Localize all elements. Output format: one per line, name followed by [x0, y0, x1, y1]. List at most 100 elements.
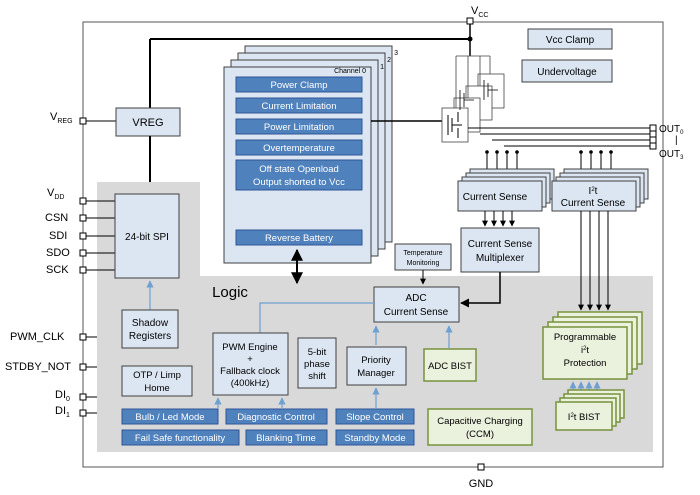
logic-label: Logic: [212, 284, 248, 301]
di1-pin[interactable]: [79, 409, 87, 417]
fail-safe-label: Fail Safe functionality: [135, 433, 226, 444]
standby-mode-box: [335, 429, 415, 446]
ccm-label-2: (CCM): [466, 429, 494, 440]
otp-label-1: OTP / Limp: [133, 370, 181, 381]
csn-pin-label: CSN: [45, 212, 68, 224]
out3-pin[interactable]: [649, 142, 657, 150]
vcc-pin[interactable]: [466, 17, 474, 25]
power-transistor-array: [441, 55, 505, 143]
vreg-label: VREG: [132, 117, 163, 129]
bulb-led-mode-box: [121, 408, 219, 425]
prog-i2t-label-2: i2t: [581, 345, 589, 356]
i2t-bist-block: [555, 401, 613, 431]
gnd-pin[interactable]: [477, 463, 485, 471]
overtemperature-box: [235, 139, 363, 156]
reverse-battery-label: Reverse Battery: [265, 233, 333, 244]
adc-label-1: ADC: [405, 293, 426, 304]
sdo-pin-label: SDO: [46, 247, 70, 259]
channel-0-title: Channel 0: [334, 68, 366, 75]
blanking-time-box: [245, 429, 328, 446]
shadow-label-1: Shadow: [132, 318, 169, 329]
adc-block: [373, 286, 460, 323]
diagnostic-control-box: [225, 408, 328, 425]
ccm-label-1: Capacitive Charging: [437, 416, 523, 427]
vreg-pin[interactable]: [79, 117, 87, 125]
phase-shift-label-3: shift: [308, 371, 326, 382]
i2t-sense-label-2: Current Sense: [561, 198, 626, 209]
bulb-led-mode-label: Bulb / Led Mode: [135, 412, 204, 423]
pwm-engine-label-4: (400kHz): [231, 378, 270, 389]
pwm-engine-label-2: +: [247, 354, 253, 365]
current-sense-mux-block: [460, 227, 540, 273]
overtemperature-label: Overtemperature: [263, 143, 335, 154]
temp-mon-label-2: Monitoring: [407, 260, 440, 267]
current-sense-label: Current Sense: [463, 192, 528, 203]
undervoltage-block: [521, 59, 613, 83]
i2t-bist-label: I2t BIST: [568, 412, 601, 423]
chip-outline: [82, 21, 664, 468]
power-clamp-label: Power Clamp: [270, 80, 327, 91]
power-limitation-label: Power Limitation: [264, 122, 334, 133]
vdd-pin[interactable]: [79, 197, 87, 205]
priority-label-1: Priority: [361, 355, 391, 366]
cs-mux-label-2: Multiplexer: [476, 253, 525, 264]
adc-bist-block: [423, 348, 477, 382]
reverse-battery-box: [235, 229, 363, 246]
phase-shift-block: [297, 337, 337, 389]
out-pin-b[interactable]: [649, 130, 657, 138]
temp-monitoring-block: [394, 243, 452, 271]
power-limitation-box: [235, 118, 363, 135]
adc-label-2: Current Sense: [384, 307, 449, 318]
vreg-block: [115, 107, 181, 137]
channel-2-number: 2: [387, 57, 391, 64]
channel-3-number: 3: [394, 50, 398, 57]
phase-shift-label-2: phase: [304, 359, 330, 370]
cs-mux-label-1: Current Sense: [468, 239, 533, 250]
out3-pin-label: OUT3: [659, 149, 684, 161]
channel-1-number: 1: [380, 64, 384, 71]
spi-block: [114, 193, 180, 279]
sck-pin-label: SCK: [46, 264, 69, 276]
gnd-pin-label: GND: [469, 478, 494, 490]
vdd-pin-label: VDD: [47, 187, 64, 201]
shadow-registers-block: [121, 309, 179, 349]
current-limitation-label: Current Limitation: [262, 101, 337, 112]
undervoltage-label: Undervoltage: [537, 67, 597, 78]
otp-label-2: Home: [144, 383, 169, 394]
current-limitation-box: [235, 97, 363, 114]
sdi-pin-label: SDI: [49, 230, 67, 242]
priority-manager-block: [346, 346, 407, 386]
current-sense-block: [457, 180, 543, 212]
di0-pin-label: DI0: [55, 389, 70, 403]
fail-safe-box: [121, 429, 240, 446]
stdby-not-pin-label: STDBY_NOT: [5, 361, 71, 373]
i2t-sense-label-1: I2t: [589, 186, 598, 197]
sdi-pin[interactable]: [79, 232, 87, 240]
di0-pin[interactable]: [79, 393, 87, 401]
pwm-clk-pin[interactable]: [79, 333, 87, 341]
vreg-pin-label: VREG: [50, 111, 73, 125]
standby-mode-label: Standby Mode: [344, 433, 405, 444]
stdby-not-pin[interactable]: [79, 363, 87, 371]
blanking-time-label: Blanking Time: [256, 433, 316, 444]
pwm-engine-block: [212, 332, 289, 396]
adc-bist-label: ADC BIST: [428, 361, 472, 372]
sck-pin[interactable]: [79, 266, 87, 274]
phase-shift-label-1: 5-bit: [308, 347, 327, 358]
slope-control-box: [335, 408, 415, 425]
csn-pin[interactable]: [79, 214, 87, 222]
prog-i2t-block: [542, 326, 628, 380]
sdo-pin[interactable]: [79, 249, 87, 257]
out-pin-c[interactable]: [649, 136, 657, 144]
pwm-engine-label-3: Fallback clock: [220, 366, 280, 377]
priority-label-2: Manager: [357, 368, 395, 379]
out-separator: |: [675, 135, 678, 146]
slope-control-label: Slope Control: [346, 412, 404, 423]
openload-label-1: Off state Openload: [259, 164, 339, 175]
pwm-clk-pin-label: PWM_CLK: [10, 331, 65, 343]
out0-pin[interactable]: [649, 124, 657, 132]
di1-pin-label: DI1: [55, 405, 70, 419]
ccm-block: [427, 408, 533, 446]
